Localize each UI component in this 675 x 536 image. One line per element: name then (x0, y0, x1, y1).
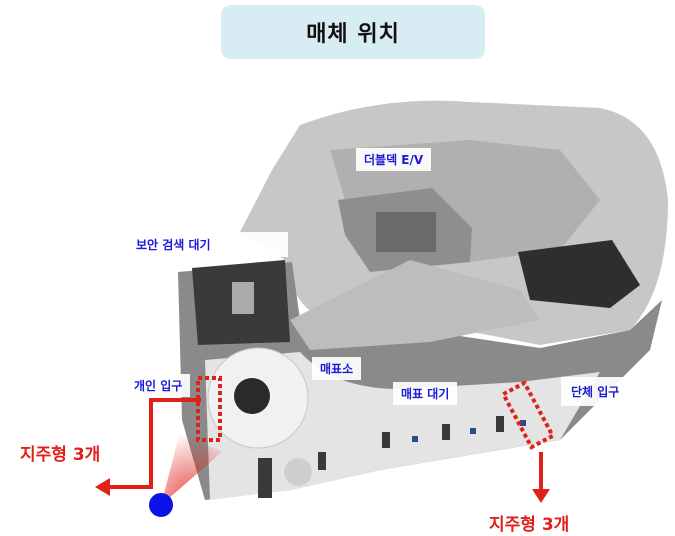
left-arrow-head (95, 478, 110, 496)
page-title: 매체 위치 (306, 22, 400, 47)
individual-entrance-marker (196, 376, 222, 442)
label-elevator: 더블덱 E/V (356, 148, 432, 171)
label-ticket-wait: 매표 대기 (393, 382, 458, 405)
kiosk (496, 416, 504, 432)
security-scanner (232, 282, 254, 314)
kiosk (442, 424, 450, 440)
label-ticket-office: 매표소 (312, 357, 362, 380)
left-count-label: 지주형 3개 (20, 445, 101, 465)
dark-hall (518, 240, 640, 308)
escalator (290, 260, 540, 350)
left-direction-arrow (103, 398, 201, 489)
kiosk (382, 432, 390, 448)
right-count-label: 지주형 3개 (489, 515, 570, 535)
kiosk (258, 458, 272, 498)
queue-post (412, 436, 418, 442)
right-arrow-head (532, 489, 550, 503)
elevator-core (376, 212, 436, 252)
view-cone (161, 432, 222, 505)
queue-post (470, 428, 476, 434)
kiosk (318, 452, 326, 470)
title-banner: 매체 위치 (221, 5, 485, 59)
booth-pillar (234, 378, 270, 414)
planter (284, 458, 312, 486)
queue-post (520, 420, 526, 426)
label-security-wait: 보안 검색 대기 (126, 232, 288, 257)
label-group-entrance: 단체 입구 (561, 377, 630, 406)
current-position-dot (149, 493, 173, 517)
label-individual-entrance: 개인 입구 (126, 374, 191, 397)
